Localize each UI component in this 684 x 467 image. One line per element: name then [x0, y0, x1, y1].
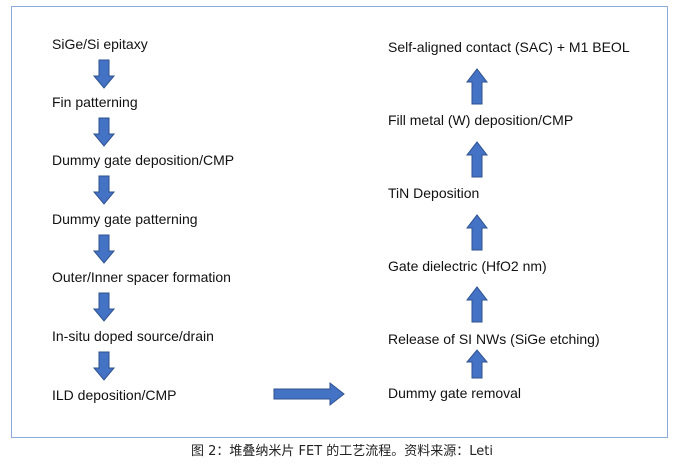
left-step-1: SiGe/Si epitaxy [52, 36, 148, 52]
arrow-up-icon [465, 214, 489, 251]
left-step-2: Fin patterning [52, 94, 138, 110]
right-step-1: Dummy gate removal [388, 385, 522, 401]
arrow-down-icon [92, 351, 116, 381]
arrow-right-icon [273, 381, 345, 407]
arrow-up-icon [465, 68, 489, 105]
left-step-5: Outer/Inner spacer formation [52, 269, 231, 285]
left-step-3: Dummy gate deposition/CMP [52, 152, 235, 168]
arrow-down-icon [92, 234, 116, 264]
arrow-down-icon [92, 117, 116, 147]
right-step-4: TiN Deposition [388, 185, 480, 201]
right-step-6: Self-aligned contact (SAC) + M1 BEOL [388, 39, 630, 55]
left-step-4: Dummy gate patterning [52, 211, 198, 227]
left-step-7: ILD deposition/CMP [52, 387, 177, 403]
arrow-down-icon [92, 175, 116, 205]
right-step-5: Fill metal (W) deposition/CMP [388, 112, 574, 128]
diagram-frame [11, 6, 668, 438]
right-step-2: Release of SI NWs (SiGe etching) [388, 331, 600, 347]
arrow-up-icon [465, 349, 489, 379]
left-step-6: In-situ doped source/drain [52, 328, 214, 344]
arrow-down-icon [92, 292, 116, 322]
figure-caption: 图 2：堆叠纳米片 FET 的工艺流程。资料来源：Leti [190, 444, 494, 459]
arrow-up-icon [465, 141, 489, 178]
right-step-3: Gate dielectric (HfO2 nm) [388, 258, 547, 274]
arrow-down-icon [92, 59, 116, 89]
arrow-up-icon [465, 286, 489, 323]
